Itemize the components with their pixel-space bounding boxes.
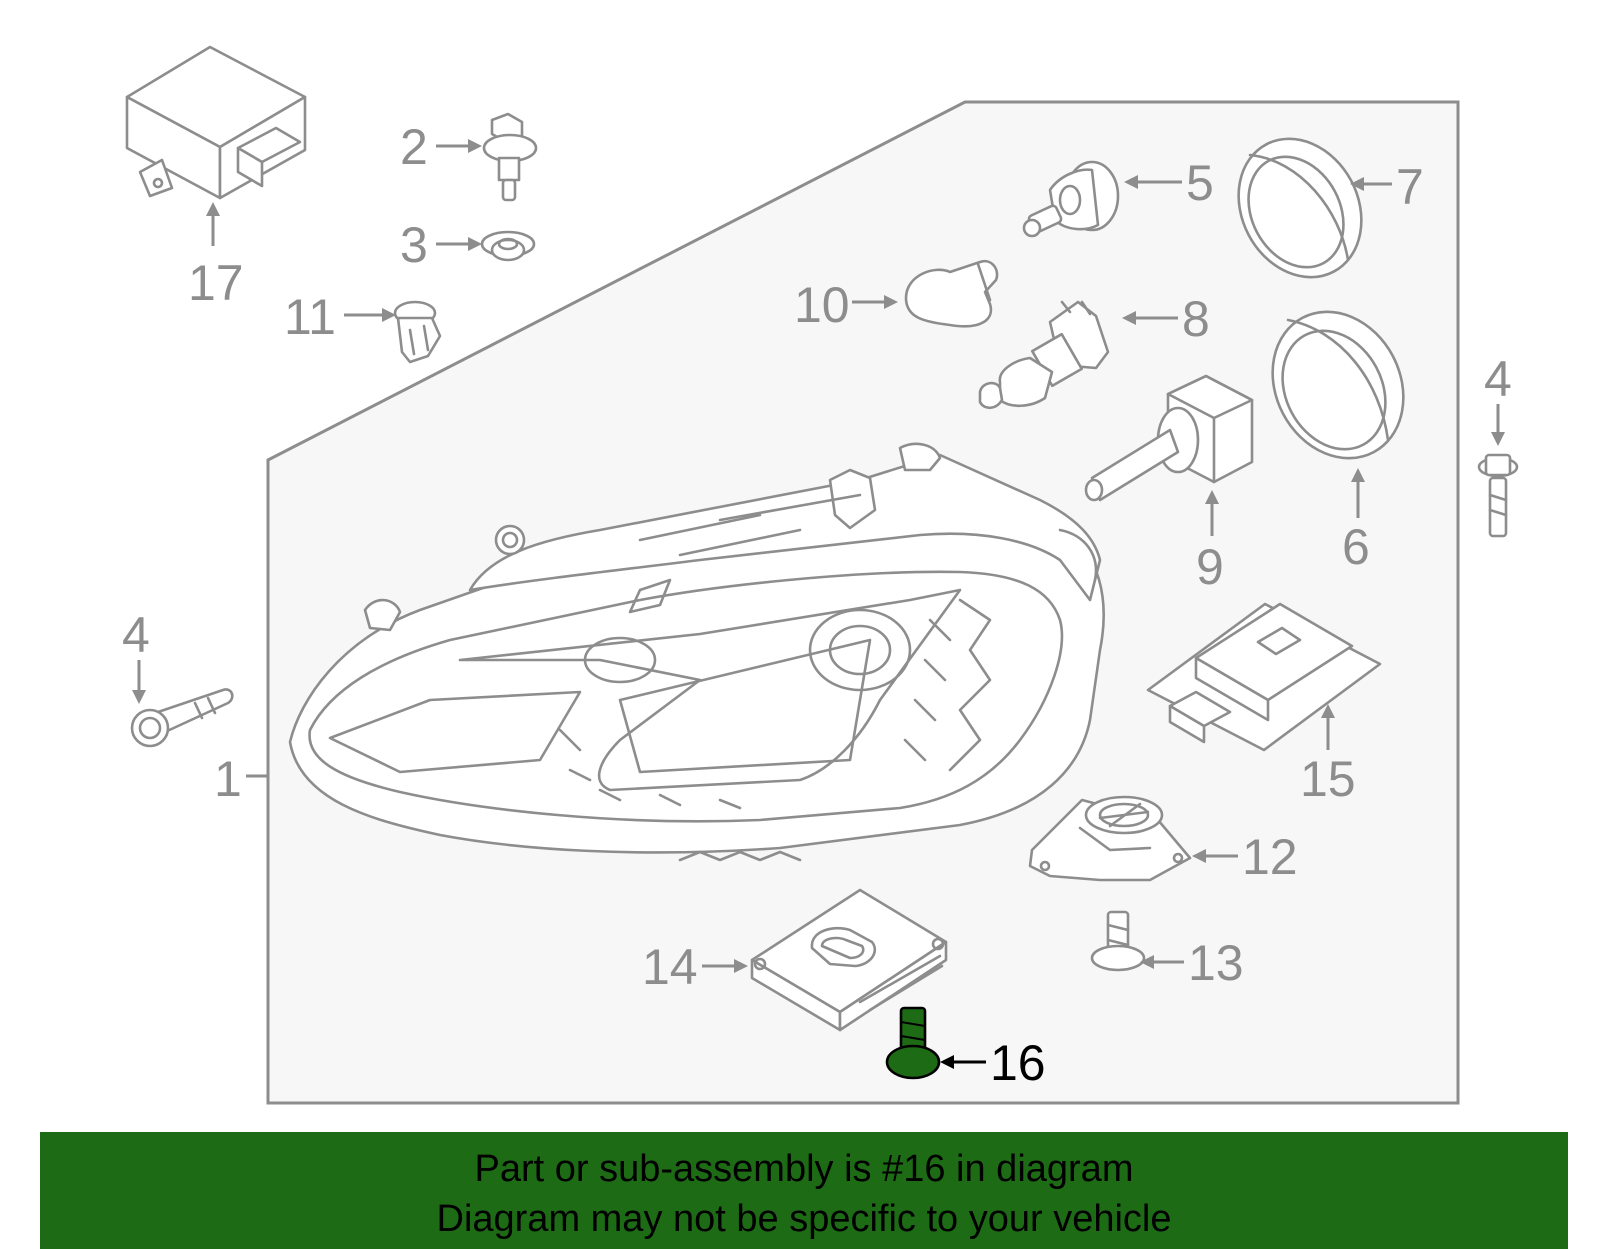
callout-11: 11	[284, 289, 336, 345]
part-16-bolt-highlighted[interactable]	[885, 1006, 941, 1080]
callout-13: 13	[1188, 935, 1244, 991]
part-4-bolt-left[interactable]	[130, 688, 234, 748]
part-6-ring[interactable]	[1248, 289, 1429, 481]
part-8-halogen-bulb[interactable]	[978, 300, 1110, 410]
callout-arrow-16	[940, 1055, 986, 1069]
callout-15: 15	[1300, 751, 1356, 807]
part-13-screw[interactable]	[1090, 910, 1146, 972]
callout-7: 7	[1396, 159, 1424, 215]
part-4-bolt-right[interactable]	[1477, 453, 1519, 538]
info-banner: Part or sub-assembly is #16 in diagram D…	[40, 1132, 1568, 1249]
callout-8: 8	[1182, 291, 1210, 347]
callout-5: 5	[1186, 155, 1214, 211]
part-10-bulb[interactable]	[904, 259, 999, 328]
callout-16: 16	[990, 1035, 1046, 1091]
part-15-control-unit[interactable]	[1146, 602, 1382, 752]
part-1-headlamp-assembly[interactable]	[288, 442, 1105, 862]
part-9-hid-bulb[interactable]	[1084, 374, 1254, 502]
callout-labels: 2 3 11 17 4 4 1 5 7 10 8 9 6 15 12 13 14…	[122, 119, 1512, 1091]
callout-17: 17	[188, 255, 244, 311]
callout-1: 1	[214, 751, 242, 807]
callout-4-right: 4	[1484, 351, 1512, 407]
callout-14: 14	[642, 939, 698, 995]
part-7-ring[interactable]	[1215, 117, 1385, 299]
callout-6: 6	[1342, 519, 1370, 575]
callout-arrows	[132, 139, 1505, 973]
part-3-nut[interactable]	[480, 230, 536, 262]
banner-line-2: Diagram may not be specific to your vehi…	[436, 1198, 1172, 1240]
part-2-bolt[interactable]	[482, 112, 538, 202]
callout-9: 9	[1196, 539, 1224, 595]
callout-3: 3	[400, 217, 428, 273]
part-5-bulb-socket[interactable]	[1022, 160, 1120, 238]
part-17-control-module[interactable]	[125, 45, 307, 200]
part-11-clip[interactable]	[393, 300, 442, 364]
callout-12: 12	[1242, 829, 1298, 885]
part-12-bracket[interactable]	[1028, 795, 1192, 882]
callout-2: 2	[400, 119, 428, 175]
banner-line-1: Part or sub-assembly is #16 in diagram	[474, 1148, 1134, 1190]
part-14-ballast-module[interactable]	[750, 888, 948, 1032]
callout-4-left: 4	[122, 607, 150, 663]
callout-10: 10	[794, 277, 850, 333]
